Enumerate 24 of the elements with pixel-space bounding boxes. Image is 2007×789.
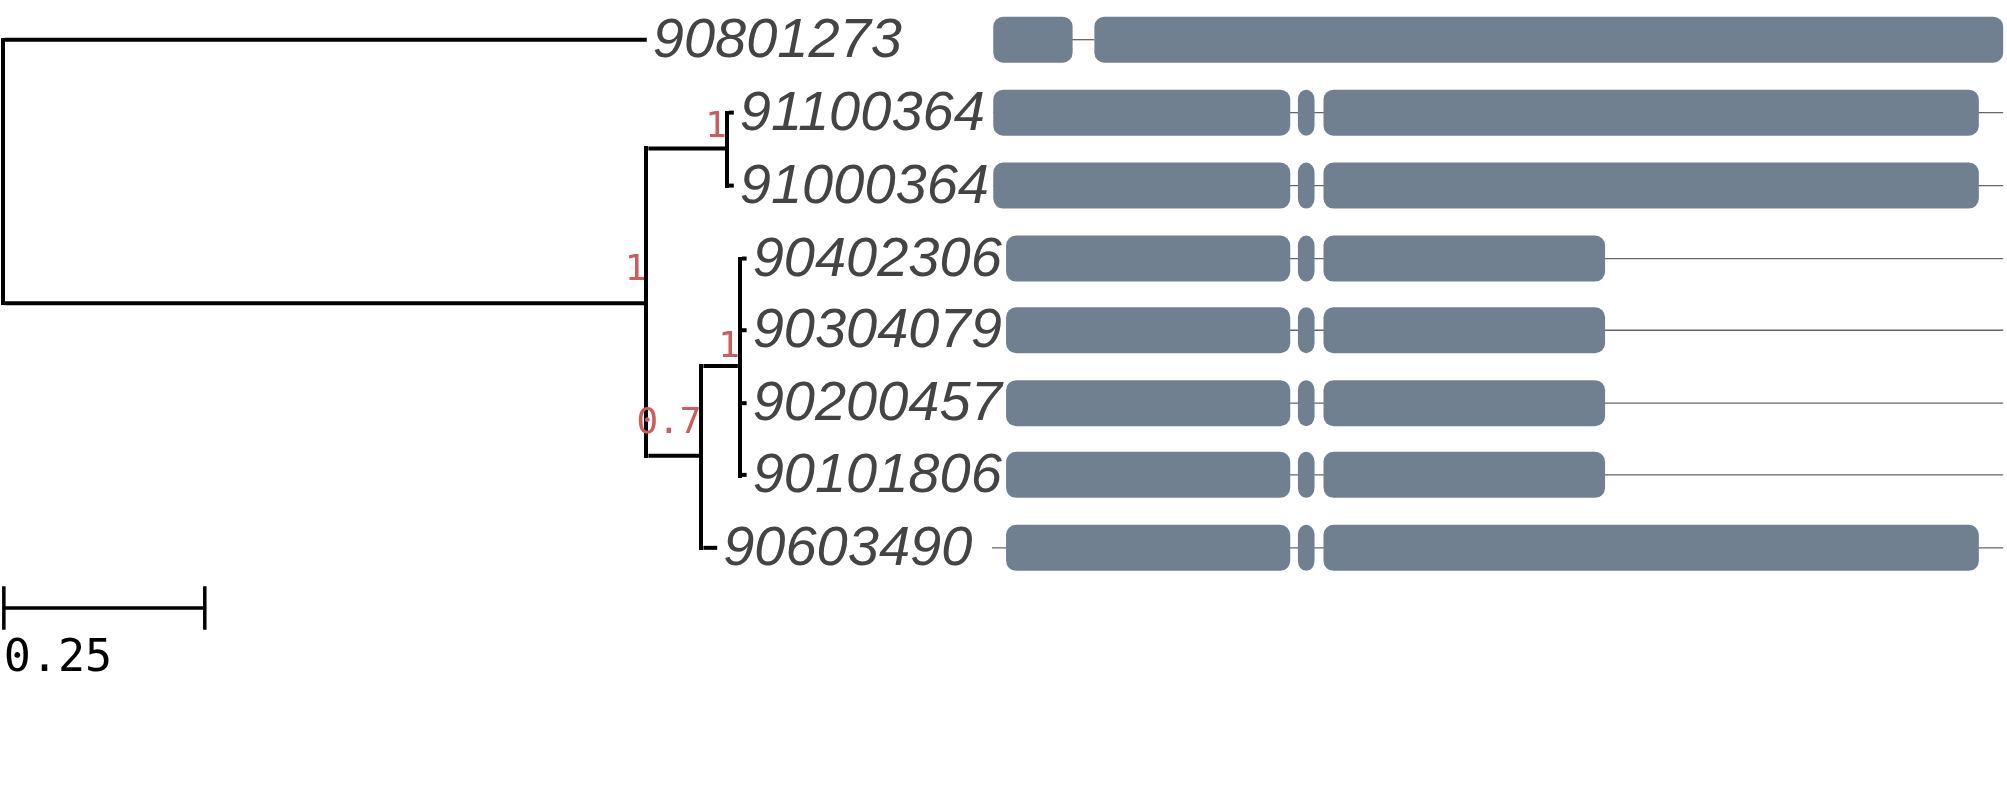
- support-value: 1: [705, 105, 727, 144]
- tree-branch: [741, 256, 747, 261]
- tree-branch: [4, 301, 645, 306]
- tree-branch: [648, 146, 726, 151]
- taxon-label: 91000364: [739, 153, 989, 214]
- taxon-label: 90603490: [723, 515, 973, 576]
- tree-branch: [741, 328, 747, 333]
- support-value: 1: [624, 248, 647, 287]
- tree-branch: [4, 37, 647, 42]
- tree-branch: [648, 453, 700, 458]
- taxon-label: 90101806: [752, 442, 1002, 503]
- taxon-label: 90801273: [652, 7, 902, 68]
- taxon-label: 90304079: [752, 298, 1002, 359]
- support-value: 1: [718, 325, 740, 364]
- tree-branch: [729, 183, 734, 188]
- taxon-label: 90402306: [752, 226, 1002, 287]
- tree-branch: [703, 364, 738, 369]
- taxon-label: 91100364: [739, 80, 985, 141]
- scale-label: 0.25: [3, 632, 113, 681]
- taxon-label: 90200457: [752, 371, 1002, 432]
- tree-branch: [729, 110, 734, 115]
- tree-branch: [741, 401, 747, 406]
- tree-branch: [741, 472, 747, 477]
- tree-branch: [703, 545, 718, 550]
